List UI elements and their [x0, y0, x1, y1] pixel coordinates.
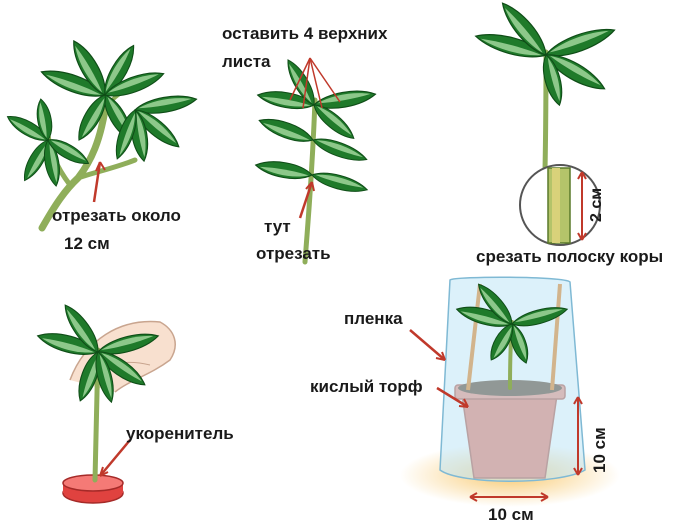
cutting-illustration — [253, 56, 378, 265]
rooting-illustration — [35, 300, 176, 504]
cut-here-label-line2: отрезать — [256, 244, 331, 263]
acid-peat-label: кислый торф — [310, 377, 423, 396]
rooting-hormone-label: укоренитель — [126, 424, 234, 443]
film-label: пленка — [344, 309, 403, 328]
pot-height-label: 10 см — [590, 427, 609, 473]
cut-here-label-line1: тут — [264, 217, 291, 236]
keep-leaves-label-line1: оставить 4 верхних — [222, 24, 388, 43]
bark-strip-label: срезать полоску коры — [476, 247, 664, 266]
pot-width-label: 10 см — [488, 505, 534, 524]
keep-leaves-label-line2: листа — [222, 52, 271, 71]
cut-length-label-line1: отрезать около — [52, 206, 181, 225]
shrub-illustration — [3, 36, 199, 232]
cut-length-label-line2: 12 см — [64, 234, 110, 253]
bark-illustration — [472, 0, 618, 246]
bark-measure-label: 2 см — [588, 187, 605, 222]
pot-illustration — [400, 276, 620, 507]
